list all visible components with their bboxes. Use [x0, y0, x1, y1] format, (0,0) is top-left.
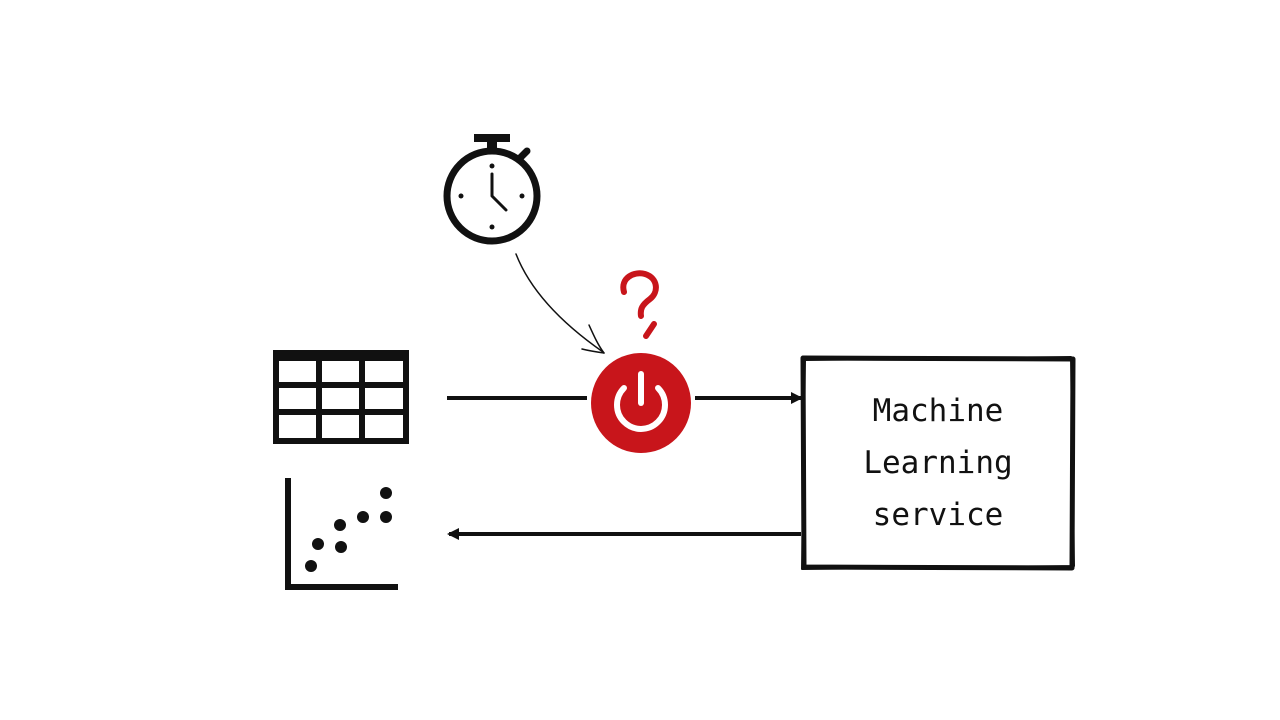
trigger-arrow — [515, 253, 605, 354]
stopwatch-icon — [443, 134, 541, 245]
scatter-plot-icon — [285, 478, 398, 590]
service-label-line-1: Machine — [872, 393, 1004, 429]
ml-service-box: Machine Learning service — [803, 358, 1073, 568]
service-box-outline — [800, 355, 1076, 571]
question-mark-icon — [620, 270, 659, 339]
service-label-line-2: Learning — [863, 445, 1013, 481]
service-label-line-3: service — [872, 497, 1004, 533]
power-icon[interactable] — [591, 353, 691, 453]
table-icon — [273, 350, 409, 444]
